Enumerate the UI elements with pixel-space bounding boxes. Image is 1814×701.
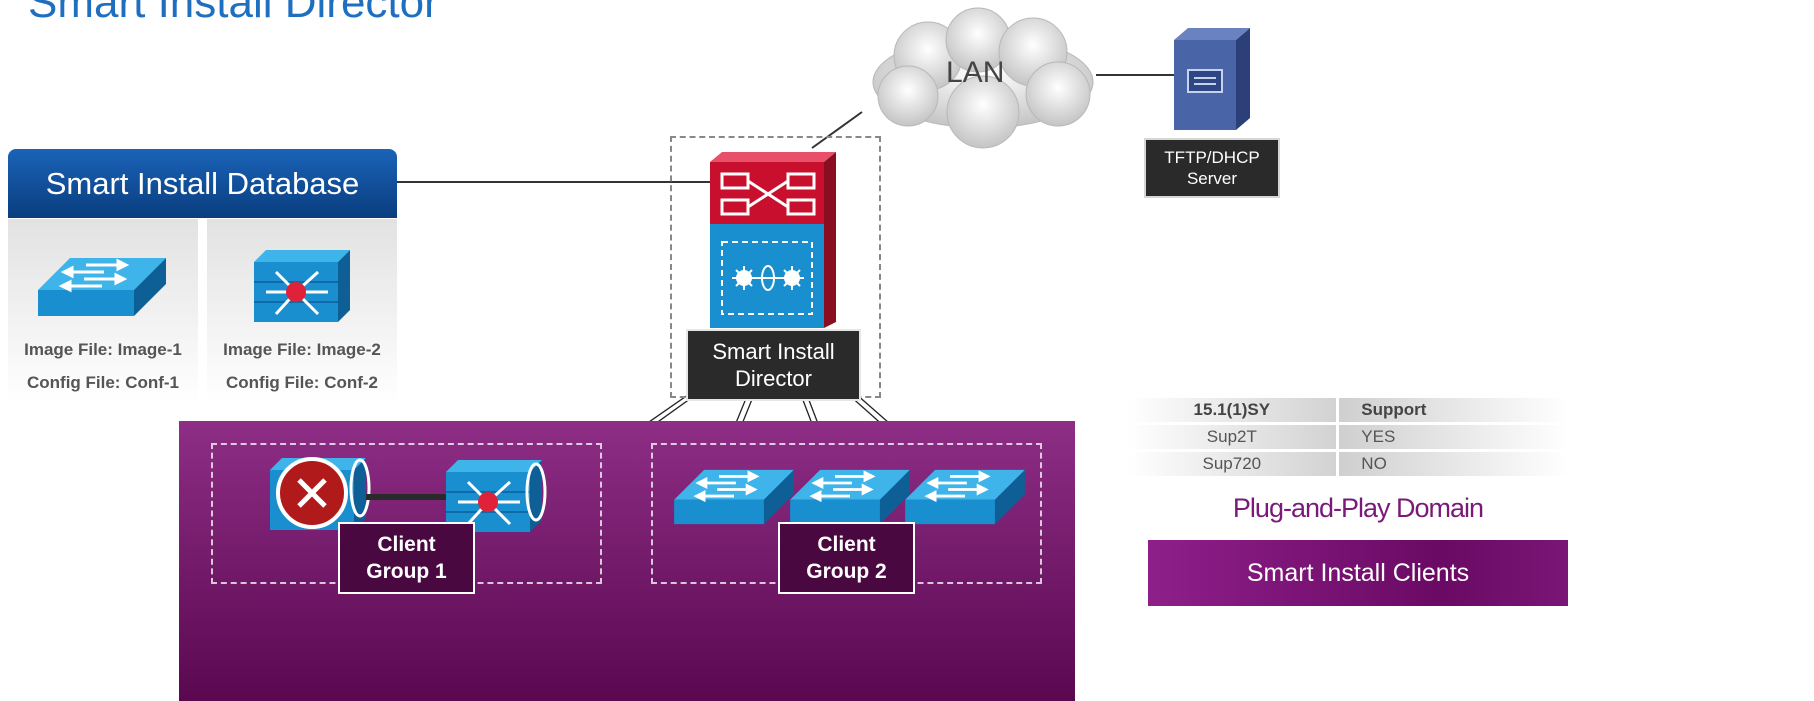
support-header-support: Support [1339,398,1568,422]
support-table-header: 15.1(1)SY Support [1128,398,1568,422]
director-label-line2: Director [734,366,812,391]
stack-ring-icon [349,458,371,518]
db-entry-2-image: Image File: Image-2 [223,340,381,359]
support-row-1-module: Sup2T [1128,425,1336,449]
client-group-1-line1: Client [377,533,436,556]
db-entry-1-config: Config File: Conf-1 [26,373,180,392]
support-row-2-module: Sup720 [1128,452,1336,476]
server-label-line2: Server [1186,169,1238,188]
director-label: Smart Install Director [686,329,861,401]
error-icon [276,457,348,529]
client-group-2-label: Client Group 2 [778,522,915,594]
switch-icon [38,258,166,316]
switch-icon [674,469,794,525]
table-row: Sup2T YES [1128,425,1568,449]
server-label-line1: TFTP/DHCP [1164,148,1260,167]
director-switch-icon [710,152,836,328]
switch-icon [905,469,1025,525]
switch-icon [790,469,910,525]
client-group-1-label: Client Group 1 [338,522,475,594]
lan-label: LAN [946,56,1005,89]
stack-ring-icon [525,462,547,522]
support-table: 15.1(1)SY Support Sup2T YES Sup720 NO [1128,395,1568,479]
smart-install-clients-banner: Smart Install Clients [1148,540,1568,606]
tftp-dhcp-server-label: TFTP/DHCP Server [1144,138,1280,198]
page-title: Smart Install Director [28,0,439,27]
server-icon [1174,28,1250,130]
database-entry-1 [8,219,198,420]
director-label-line1: Smart Install [712,339,835,364]
db-entry-1-image: Image File: Image-1 [24,340,182,359]
plug-and-play-domain-label: Plug-and-Play Domain [1232,493,1484,523]
db-entry-2-config: Config File: Conf-2 [225,373,379,392]
support-header-release: 15.1(1)SY [1128,398,1336,422]
table-row: Sup720 NO [1128,452,1568,476]
client-group-2-line2: Group 2 [806,560,887,583]
client-group-2-line1: Client [817,533,876,556]
lan-link [811,111,863,149]
support-row-1-status: YES [1339,425,1568,449]
stack-link [366,494,448,500]
database-header: Smart Install Database [8,149,397,218]
client-group-1-line2: Group 1 [366,560,447,583]
multilayer-switch-icon [254,250,350,322]
lan-cloud-icon [872,7,1094,149]
support-row-2-status: NO [1339,452,1568,476]
